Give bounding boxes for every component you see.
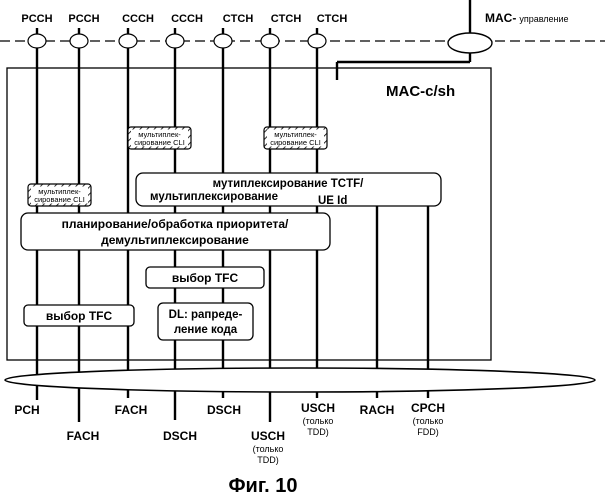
tctf-mux-line2: мультиплексирование <box>150 191 278 203</box>
channel-label-pcch-1: PCCH <box>21 13 52 25</box>
transport-label-usch-1: USCH <box>251 429 285 443</box>
cli-mux-ctch-line2: сирование CLI <box>270 138 321 147</box>
tfc-selection-fach-label: выбор TFC <box>46 309 113 323</box>
tfc-selection-dsch-label: выбор TFC <box>172 271 239 285</box>
scheduling-line1: планирование/обработка приоритета/ <box>62 217 289 231</box>
cli-mux-ccch-line2: сирование CLI <box>134 138 185 147</box>
mac-control-label-main: MAC- <box>485 11 516 25</box>
transport-channel-sap <box>5 368 595 392</box>
tfc-selection-block-fach: выбор TFC <box>24 305 134 326</box>
usch-1-note-line2: TDD) <box>257 455 279 465</box>
top-sap-ellipses <box>28 34 326 48</box>
transport-label-dsch-2: DSCH <box>207 403 241 417</box>
transport-label-dsch-1: DSCH <box>163 429 197 443</box>
transport-label-rach: RACH <box>360 403 395 417</box>
entity-title: MAC-c/sh <box>386 83 455 100</box>
cli-mux-block-ccch: мультиплек- сирование CLI <box>128 127 191 149</box>
tfc-selection-block-dsch: выбор TFC <box>146 267 264 288</box>
cpch-note-line2: FDD) <box>417 427 439 437</box>
dl-code-line1: DL: рапреде- <box>169 309 243 321</box>
tctf-mux-line3: UE Id <box>318 195 347 207</box>
channel-label-ctch-3: CTCH <box>317 13 348 25</box>
scheduling-block: планирование/обработка приоритета/ демул… <box>21 213 330 250</box>
cpch-note-line1: (только <box>413 416 444 426</box>
usch-2-note-line2: TDD) <box>307 427 329 437</box>
transport-label-cpch: CPCH <box>411 401 445 415</box>
usch-2-note-line1: (только <box>303 416 334 426</box>
channel-label-ccch-1: CCCH <box>122 13 154 25</box>
dl-code-allocation-block: DL: рапреде- ление кода <box>158 303 253 340</box>
cli-mux-block-pcch: мультиплек- сирование CLI <box>28 184 91 206</box>
channel-label-ctch-2: CTCH <box>271 13 302 25</box>
usch-1-note-line1: (только <box>253 444 284 454</box>
cli-mux-block-ctch: мультиплек- сирование CLI <box>264 127 327 149</box>
transport-label-fach-1: FACH <box>67 429 100 443</box>
channel-label-ctch-1: CTCH <box>223 13 254 25</box>
channel-label-pcch-2: PCCH <box>68 13 99 25</box>
figure-caption: Фиг. 10 <box>228 475 297 497</box>
transport-label-usch-2: USCH <box>301 401 335 415</box>
tctf-mux-block: мутиплексирование TCTF/ мультиплексирова… <box>136 173 441 207</box>
cli-mux-pcch-line2: сирование CLI <box>34 195 85 204</box>
mac-control-label: MAC-управление <box>485 11 569 25</box>
dl-code-line2: ление кода <box>174 324 238 336</box>
mac-control-sap <box>448 33 492 53</box>
transport-label-fach-2: FACH <box>115 403 148 417</box>
channel-label-ccch-2: CCCH <box>171 13 203 25</box>
channel-lines <box>37 0 470 422</box>
mac-control-connection <box>337 52 470 80</box>
tctf-mux-line1: мутиплексирование TCTF/ <box>213 178 365 190</box>
mac-control-label-sub: управление <box>519 14 568 24</box>
transport-label-pch: PCH <box>14 403 39 417</box>
scheduling-line2: демультиплексирование <box>101 233 249 247</box>
